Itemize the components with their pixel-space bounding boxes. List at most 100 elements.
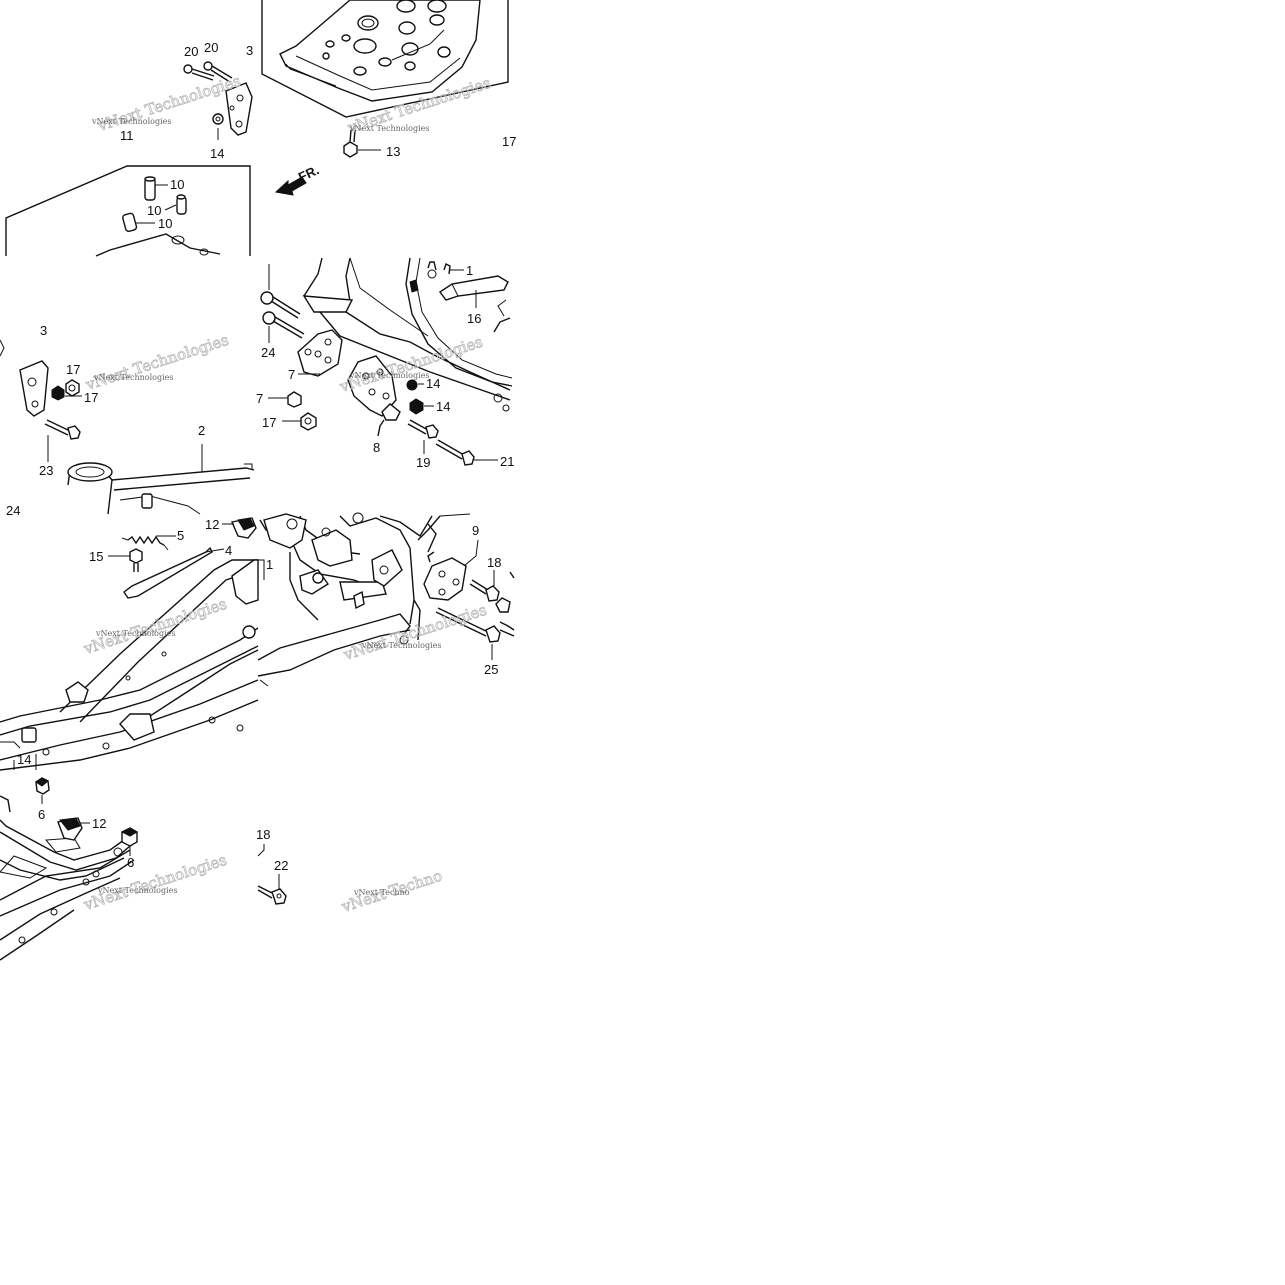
bolt-20b [203, 61, 233, 83]
bracket-3-lower [19, 360, 49, 417]
callout-18: 18 [487, 555, 501, 570]
mount-plate-8 [347, 355, 401, 437]
callout-6b: 6 [127, 855, 134, 870]
watermark-outline: vNext Technologies [341, 601, 489, 664]
grommet-12 [222, 517, 257, 539]
watermark: vNext Techno [353, 888, 410, 897]
main-frame [0, 559, 265, 771]
callout-17-edge: 17 [502, 134, 516, 149]
callout-15: 15 [89, 549, 103, 564]
callout-8: 8 [373, 440, 380, 455]
watermark-outline: vNext Technologies [81, 595, 229, 658]
callout-10c: 10 [158, 216, 172, 231]
watermark: vNext Technologies [95, 629, 175, 638]
callout-19: 19 [416, 455, 430, 470]
callout-21: 21 [500, 454, 514, 469]
bolt-23 [44, 419, 81, 462]
callout-14b: 14 [436, 399, 450, 414]
mount-plate-7 [297, 329, 343, 377]
tile-bottom-right: vNext Techno vNext Techno [257, 844, 445, 917]
tile-bottom-left: vNext Technologies vNext Technologies [0, 777, 229, 961]
callout-10b: 10 [147, 203, 161, 218]
callout-4: 4 [225, 543, 232, 558]
callout-13: 13 [386, 144, 400, 159]
washer-14 [212, 113, 224, 125]
bolt-20a [183, 64, 215, 81]
callout-17c: 17 [262, 415, 276, 430]
frame-rear [257, 512, 471, 687]
nut-14b [409, 398, 434, 415]
callout-18-lower: 18 [256, 827, 270, 842]
callout-3: 3 [246, 43, 253, 58]
tile-top-right: FR. vNext Technologies vNext Technologie… [261, 0, 509, 196]
nut-17b [51, 385, 65, 401]
watermark: vNext Technologies [361, 641, 441, 650]
front-direction-label: FR. [296, 162, 321, 184]
callout-17a: 17 [66, 362, 80, 377]
nut-7 [268, 391, 302, 408]
watermark: vNext Technologies [349, 371, 429, 380]
hose-16 [438, 275, 509, 308]
watermark: vNext Technologies [91, 117, 171, 126]
callout-25: 25 [484, 662, 498, 677]
grommet-12b [57, 817, 90, 841]
nut-6b [120, 827, 139, 856]
spring-5 [121, 535, 176, 551]
collar-10c [122, 212, 138, 233]
watermark: vNext Technologies [97, 886, 177, 895]
callout-12: 12 [205, 517, 219, 532]
nut-14a [406, 379, 424, 391]
callout-labels: 20 20 3 14 11 13 17 10 10 10 1 16 24 3 1… [6, 40, 516, 873]
callout-12-lower: 12 [92, 816, 106, 831]
callout-3-lower: 3 [40, 323, 47, 338]
callout-14-lower: 14 [17, 752, 31, 767]
tile-mid-left: vNext Technologies vNext Technologies [0, 330, 255, 515]
side-stand-4 [123, 546, 225, 599]
callout-1-lower: 1 [266, 557, 273, 572]
bolt-24b [262, 264, 305, 343]
bolt-18 [469, 570, 515, 613]
clip-1 [409, 261, 464, 293]
bolt-25 [435, 607, 515, 660]
bolt-13 [343, 129, 381, 158]
callout-24: 24 [261, 345, 275, 360]
callout-7b: 7 [256, 391, 263, 406]
nut-6a [35, 777, 50, 804]
callout-10a: 10 [170, 177, 184, 192]
tile-mid-right: vNext Technologies vNext Technologies [260, 257, 513, 466]
nut-17a [65, 379, 80, 397]
bolt-15 [108, 548, 143, 572]
watermark: vNext Technologies [93, 373, 173, 382]
callout-22: 22 [274, 858, 288, 873]
tile-lower-right: vNext Technologies vNext Technologies [257, 512, 515, 687]
nut-17c [282, 412, 317, 431]
plate-9 [423, 539, 479, 601]
bracket-3 [225, 82, 253, 136]
callout-11: 11 [120, 128, 134, 143]
box-11 [5, 165, 251, 256]
skid-plate [279, 0, 481, 102]
bolt-21 [435, 439, 498, 466]
callout-24-edge: 24 [6, 503, 20, 518]
watermark-outline: vNext Technologies [83, 331, 231, 394]
callout-17b: 17 [84, 390, 98, 405]
callout-16: 16 [467, 311, 481, 326]
bolt-19 [407, 419, 439, 454]
callout-14: 14 [210, 146, 224, 161]
frame-2 [67, 444, 255, 515]
callout-7a: 7 [288, 367, 295, 382]
bolt-24a [260, 291, 301, 319]
watermark: vNext Technologies [349, 124, 429, 133]
callout-1: 1 [466, 263, 473, 278]
crossmember [0, 795, 135, 961]
callout-20a: 20 [184, 44, 198, 59]
callout-2: 2 [198, 423, 205, 438]
callout-9: 9 [472, 523, 479, 538]
collar-10a [144, 176, 156, 201]
front-direction-arrow: FR. [274, 162, 321, 196]
bolt-22 [257, 874, 287, 905]
callout-6a: 6 [38, 807, 45, 822]
callout-5: 5 [177, 528, 184, 543]
callout-14a: 14 [426, 376, 440, 391]
collar-10b [176, 194, 187, 215]
